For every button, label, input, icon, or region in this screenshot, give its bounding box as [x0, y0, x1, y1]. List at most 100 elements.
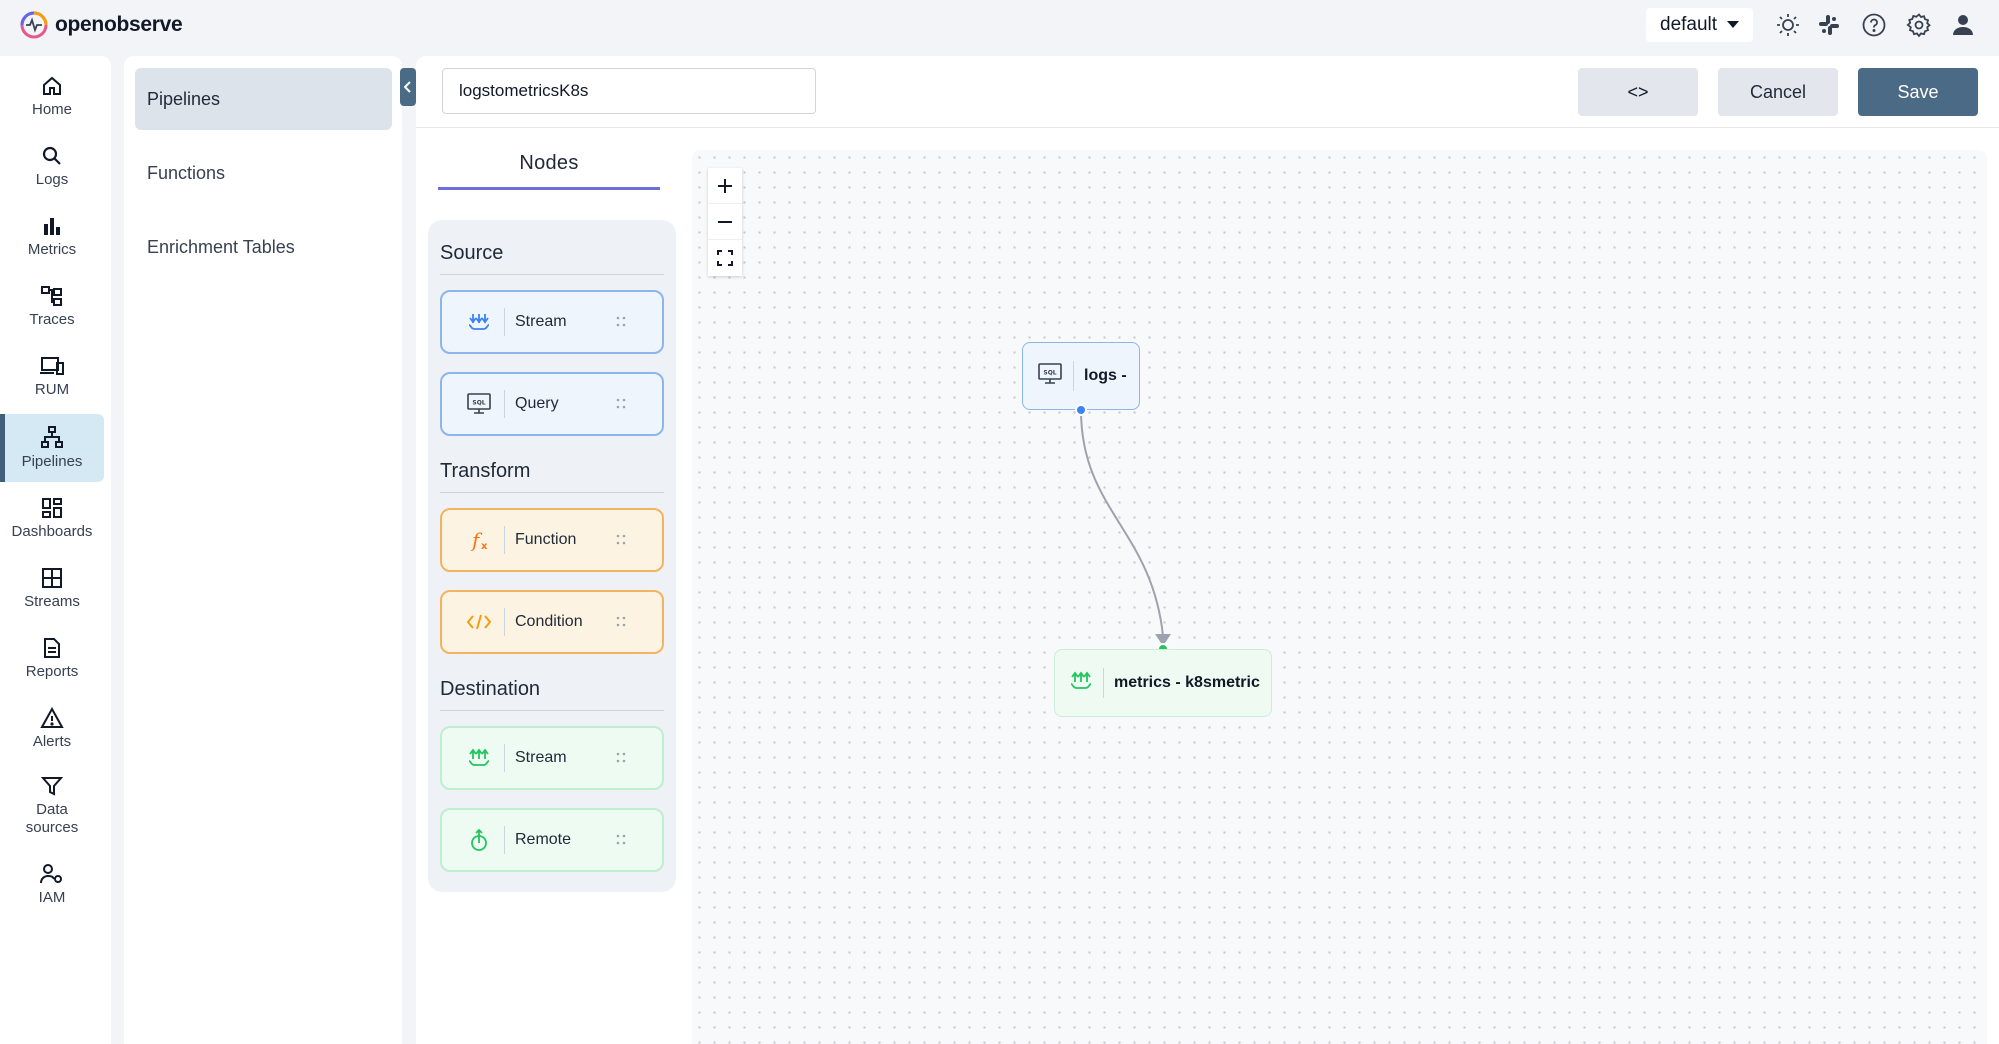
openobserve-logo-icon — [20, 11, 48, 39]
drag-handle-icon[interactable] — [614, 751, 628, 765]
sql-query-icon: SQL — [466, 391, 492, 417]
code-condition-icon — [466, 609, 492, 635]
home-icon — [43, 76, 61, 95]
submenu-label: Pipelines — [147, 88, 221, 109]
remote-icon — [466, 827, 492, 853]
palette-node-label: Function — [515, 531, 577, 548]
output-handle[interactable] — [1075, 404, 1087, 416]
flow-node-label: metrics - k8smetric — [1114, 674, 1260, 691]
alert-icon — [40, 707, 64, 728]
flow-node-metrics[interactable]: metrics - k8smetric — [1054, 649, 1272, 717]
pipeline-name-input[interactable] — [442, 68, 816, 114]
stream-destination-icon — [1069, 670, 1093, 697]
nav-label-line-2: sources — [25, 819, 79, 836]
org-selector-label: default — [1660, 14, 1718, 35]
nav-item-data-sources[interactable]: Data sources — [0, 768, 104, 844]
submenu-item-pipelines[interactable]: Pipelines — [135, 68, 392, 130]
top-bar: openobserve default — [0, 0, 1999, 50]
filter-icon — [41, 777, 63, 796]
fit-view-button[interactable] — [708, 240, 742, 276]
flow-node-logs[interactable]: SQL logs - — [1022, 342, 1140, 410]
nav-item-pipelines[interactable]: Pipelines — [0, 414, 104, 482]
nav-item-alerts[interactable]: Alerts — [0, 700, 104, 758]
report-icon — [44, 638, 60, 658]
drag-handle-icon[interactable] — [614, 533, 628, 547]
save-button[interactable]: Save — [1858, 68, 1978, 116]
nav-label: Alerts — [32, 733, 72, 750]
help-icon[interactable] — [1860, 11, 1888, 39]
drag-handle-icon[interactable] — [614, 315, 628, 329]
settings-icon[interactable] — [1905, 11, 1933, 39]
divider — [440, 274, 664, 275]
separator — [504, 744, 505, 772]
separator — [504, 826, 505, 854]
nav-label: Dashboards — [11, 523, 93, 540]
palette-node-transform-condition[interactable]: Condition — [440, 590, 664, 654]
divider — [440, 710, 664, 711]
drag-handle-icon[interactable] — [614, 397, 628, 411]
svg-text:x: x — [481, 541, 488, 552]
edge-connector[interactable] — [692, 150, 1987, 1044]
palette-node-label: Condition — [515, 613, 583, 630]
palette-node-source-query[interactable]: SQL Query — [440, 372, 664, 436]
palette-node-destination-stream[interactable]: Stream — [440, 726, 664, 790]
submenu-item-enrichment-tables[interactable]: Enrichment Tables — [135, 216, 392, 278]
user-icon[interactable] — [1949, 11, 1977, 39]
fullscreen-icon — [717, 250, 733, 266]
nav-label: RUM — [34, 381, 70, 398]
nav-label: Traces — [29, 311, 75, 328]
traces-icon — [41, 286, 62, 306]
nav-item-logs[interactable]: Logs — [0, 138, 104, 196]
org-selector[interactable]: default — [1646, 8, 1754, 42]
palette-node-destination-remote[interactable]: Remote — [440, 808, 664, 872]
bar-chart-icon — [44, 218, 60, 235]
sql-query-icon: SQL — [1037, 362, 1063, 391]
devices-icon — [40, 357, 64, 375]
view-code-button[interactable]: <> — [1578, 68, 1698, 116]
submenu-item-functions[interactable]: Functions — [135, 142, 392, 204]
nav-label: Pipelines — [21, 453, 83, 470]
nav-item-metrics[interactable]: Metrics — [0, 208, 104, 266]
separator — [504, 526, 505, 554]
collapse-submenu-button[interactable] — [400, 68, 416, 106]
plus-icon — [718, 178, 732, 193]
tab-nodes[interactable]: Nodes — [438, 140, 660, 190]
divider — [440, 492, 664, 493]
flow-canvas[interactable]: SQL logs - metrics - k8smetric — [692, 150, 1987, 1044]
drag-handle-icon[interactable] — [614, 833, 628, 847]
nav-item-traces[interactable]: Traces — [0, 278, 104, 336]
nav-item-iam[interactable]: IAM — [0, 856, 104, 914]
dashboard-icon — [42, 498, 62, 518]
left-nav: Home Logs Metrics Traces RUM Pipelines D… — [0, 56, 111, 1044]
separator — [504, 390, 505, 418]
drag-handle-icon[interactable] — [614, 615, 628, 629]
theme-icon[interactable] — [1774, 11, 1802, 39]
nav-item-streams[interactable]: Streams — [0, 560, 104, 618]
editor-header: <> Cancel Save — [416, 56, 1999, 128]
nav-item-reports[interactable]: Reports — [0, 630, 104, 688]
search-icon — [42, 146, 61, 165]
palette-node-label: Query — [515, 395, 559, 412]
nav-item-dashboards[interactable]: Dashboards — [0, 490, 104, 548]
nav-label: Metrics — [27, 241, 77, 258]
nav-label: Streams — [24, 593, 80, 610]
zoom-in-button[interactable] — [708, 168, 742, 204]
nav-item-home[interactable]: Home — [0, 68, 104, 126]
slack-icon[interactable] — [1815, 11, 1843, 39]
pipeline-icon — [41, 426, 63, 448]
zoom-controls — [708, 168, 742, 276]
palette-node-source-stream[interactable]: Stream — [440, 290, 664, 354]
zoom-out-button[interactable] — [708, 204, 742, 240]
nav-item-rum[interactable]: RUM — [0, 348, 104, 406]
pipeline-editor: <> Cancel Save Nodes Source Stream SQL Q… — [416, 56, 1999, 1044]
stream-destination-icon — [466, 745, 492, 771]
cancel-button[interactable]: Cancel — [1718, 68, 1838, 116]
chevron-left-icon — [404, 81, 411, 93]
submenu-label: Enrichment Tables — [147, 236, 295, 257]
section-title-source: Source — [440, 242, 504, 264]
logo-text: openobserve — [55, 13, 183, 36]
section-title-destination: Destination — [440, 678, 541, 700]
logo[interactable]: openobserve — [20, 10, 183, 40]
palette-node-label: Stream — [515, 313, 567, 330]
